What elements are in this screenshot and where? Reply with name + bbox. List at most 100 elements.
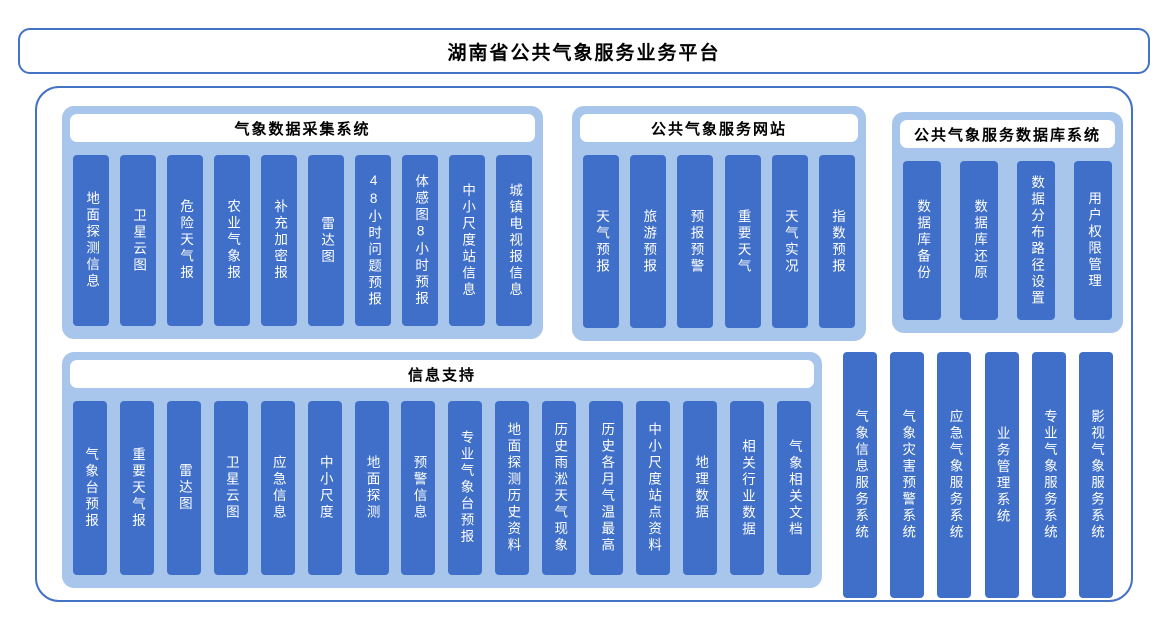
system-bar: 应急信息 [260, 401, 295, 575]
system-bar: 相关行业数据 [729, 401, 764, 575]
system-bar: 预警信息 [401, 401, 436, 575]
system-bar-label: 预报预警 [688, 208, 704, 275]
system-bar-label: 数据库还原 [972, 199, 988, 282]
system-bar: 雷达图 [166, 401, 201, 575]
system-bar-label: 地面探测历史资料 [505, 422, 521, 554]
system-bar: 雷达图 [308, 155, 344, 326]
system-bar: 气象相关文档 [776, 401, 811, 575]
system-bar: 数据库备份 [903, 161, 941, 320]
system-bar: 影视气象服务系统 [1078, 352, 1113, 598]
system-bar-label: 补充加密报 [272, 199, 288, 282]
system-bar: 旅游预报 [630, 155, 667, 328]
system-bar-label: 天气实况 [782, 208, 798, 275]
system-bar-label: 专业气象服务系统 [1041, 409, 1057, 541]
system-bar-label: 指数预报 [830, 208, 846, 275]
system-bar-label: 农业气象报 [225, 199, 241, 282]
group-service-website: 公共气象服务网站 天气预报 旅游预报 预报预警 重要天气 天气实况 指数预报 [572, 106, 866, 341]
bars-data-collection: 地面探测信息 卫星云图 危险天气报 农业气象报 补充加密报 雷达图 48小时问题预报 体感图8… [73, 155, 532, 326]
system-bar-label: 预警信息 [411, 455, 427, 521]
system-bar: 重要天气 [724, 155, 761, 328]
system-bar-label: 地面探测信息 [84, 191, 100, 290]
system-bar-label: 48小时问题预报 [366, 173, 382, 308]
system-bar-label: 城镇电视报信息 [507, 182, 523, 299]
system-bar: 卫星云图 [120, 155, 156, 326]
system-bar: 专业气象服务系统 [1031, 352, 1066, 598]
system-bar-label: 天气预报 [594, 208, 610, 275]
system-bar-label: 体感图8小时预报 [413, 173, 429, 308]
system-bar: 重要天气报 [119, 401, 154, 575]
system-bar-label: 旅游预报 [641, 208, 657, 275]
system-bar: 气象台预报 [73, 401, 107, 575]
system-bar-label: 历史各月气温最高 [599, 422, 615, 554]
system-bar: 用户权限管理 [1074, 161, 1112, 320]
bars-service-website: 天气预报 旅游预报 预报预警 重要天气 天气实况 指数预报 [583, 155, 855, 328]
system-bar-label: 气象灾害预警系统 [900, 409, 916, 541]
system-bar: 地面探测历史资料 [495, 401, 530, 575]
system-bar-label: 应急气象服务系统 [947, 409, 963, 541]
group-database-system: 公共气象服务数据库系统 数据库备份 数据库还原 数据分布路径设置 用户权限管理 [892, 112, 1123, 333]
system-bar: 中小尺度站点资料 [636, 401, 671, 575]
system-bar-label: 重要天气 [735, 208, 751, 275]
system-bar-label: 中小尺度 [317, 455, 333, 521]
system-bar: 中小尺度 [307, 401, 342, 575]
system-bar-label: 中小尺度站信息 [460, 182, 476, 299]
system-bar-label: 影视气象服务系统 [1089, 409, 1105, 541]
system-bar-label: 雷达图 [176, 463, 192, 513]
system-bar-label: 历史雨淞天气现象 [552, 422, 568, 554]
system-bar-label: 专业气象台预报 [458, 430, 474, 546]
system-bar: 预报预警 [677, 155, 714, 328]
system-bar: 数据库还原 [960, 161, 998, 320]
system-bar: 气象灾害预警系统 [890, 352, 925, 598]
standalone-systems: 气象信息服务系统 气象灾害预警系统 应急气象服务系统 业务管理系统 专业气象服务系统 影视… [843, 352, 1113, 598]
system-bar: 气象信息服务系统 [843, 352, 877, 598]
system-bar: 历史各月气温最高 [589, 401, 624, 575]
system-bar: 农业气象报 [214, 155, 250, 326]
system-bar: 天气实况 [771, 155, 808, 328]
system-bar: 48小时问题预报 [355, 155, 391, 326]
system-bar: 危险天气报 [167, 155, 203, 326]
group-title-data-collection: 气象数据采集系统 [70, 114, 535, 142]
system-bar: 天气预报 [583, 155, 619, 328]
system-bar: 指数预报 [818, 155, 855, 328]
system-bar-label: 危险天气报 [178, 199, 194, 282]
group-title-info-support: 信息支持 [70, 360, 814, 388]
group-title-service-website: 公共气象服务网站 [580, 114, 858, 142]
system-bar: 体感图8小时预报 [402, 155, 438, 326]
group-title-database-system: 公共气象服务数据库系统 [900, 120, 1115, 148]
platform-title-box: 湖南省公共气象服务业务平台 [18, 28, 1150, 74]
system-bar: 补充加密报 [261, 155, 297, 326]
system-bar: 地面探测 [354, 401, 389, 575]
system-bar-label: 气象相关文档 [786, 438, 802, 538]
system-bar-label: 数据分布路径设置 [1029, 174, 1045, 307]
system-bar-label: 雷达图 [319, 215, 335, 266]
system-bar: 卫星云图 [213, 401, 248, 575]
system-bar-label: 气象信息服务系统 [853, 409, 869, 541]
system-bar: 中小尺度站信息 [449, 155, 485, 326]
system-bar: 城镇电视报信息 [496, 155, 532, 326]
group-data-collection: 气象数据采集系统 地面探测信息 卫星云图 危险天气报 农业气象报 补充加密报 雷达图 48小… [62, 106, 543, 339]
platform-title: 湖南省公共气象服务业务平台 [447, 42, 721, 64]
system-bar: 地理数据 [682, 401, 717, 575]
system-bar-label: 业务管理系统 [994, 425, 1010, 525]
system-bar: 历史雨淞天气现象 [542, 401, 577, 575]
system-bar-label: 相关行业数据 [739, 438, 755, 538]
system-bar-label: 数据库备份 [915, 199, 931, 282]
group-info-support: 信息支持 气象台预报 重要天气报 雷达图 卫星云图 应急信息 中小尺度 地面探测 预警信息 专业… [62, 352, 822, 588]
system-bar-label: 应急信息 [270, 455, 286, 521]
system-bar-label: 地面探测 [364, 455, 380, 521]
system-bar-label: 卫星云图 [131, 207, 147, 274]
system-bar: 数据分布路径设置 [1017, 161, 1055, 320]
system-bar: 专业气象台预报 [448, 401, 483, 575]
system-bar-label: 地理数据 [693, 455, 709, 521]
bars-database-system: 数据库备份 数据库还原 数据分布路径设置 用户权限管理 [903, 161, 1112, 320]
system-bar-label: 中小尺度站点资料 [646, 422, 662, 554]
system-bar-label: 卫星云图 [223, 455, 239, 521]
system-bar-label: 用户权限管理 [1086, 191, 1102, 290]
system-bar-label: 气象台预报 [83, 446, 99, 530]
system-bar: 业务管理系统 [984, 352, 1019, 598]
system-bar-label: 重要天气报 [130, 446, 145, 530]
bars-info-support: 气象台预报 重要天气报 雷达图 卫星云图 应急信息 中小尺度 地面探测 预警信息 专业气象台预报… [73, 401, 811, 575]
system-bar: 地面探测信息 [73, 155, 109, 326]
system-bar: 应急气象服务系统 [937, 352, 972, 598]
